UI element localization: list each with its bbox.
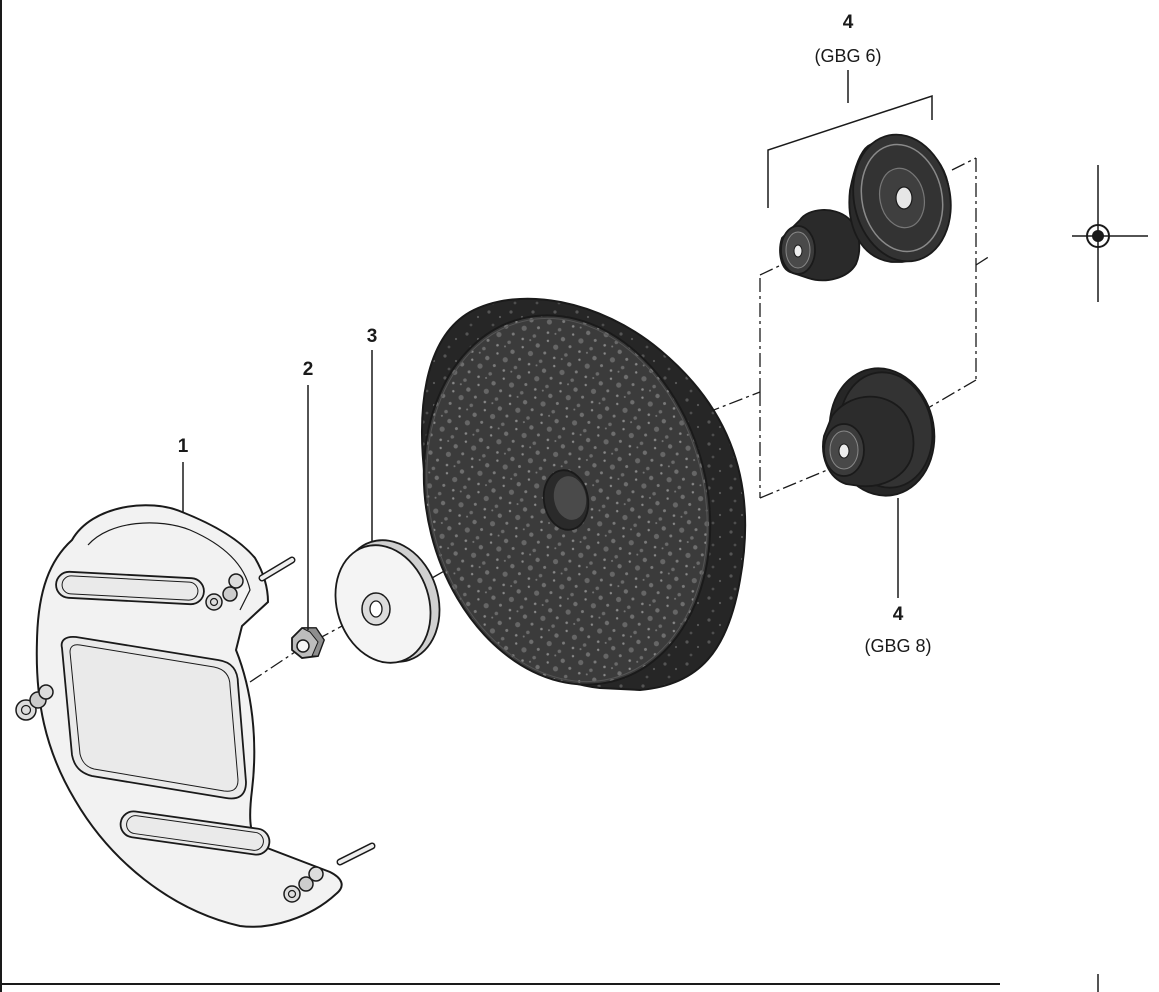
guard-screw-icon <box>15 684 54 721</box>
callout-model-gbg8: (GBG 8) <box>864 636 932 656</box>
guard-screw-icon <box>283 842 376 903</box>
guard-screw-icon <box>205 556 296 611</box>
page-frame <box>0 0 1099 992</box>
callout-label-flange: 3 <box>366 326 378 347</box>
adapter-gbg6 <box>779 133 952 282</box>
callout-model-gbg6: (GBG 6) <box>814 46 882 66</box>
callout-label-guard: 1 <box>177 436 189 457</box>
callout-label-adapter-gbg6: 4 <box>842 12 854 33</box>
wheel-guard <box>15 504 376 928</box>
callout-label-adapter-gbg8: 4 <box>892 604 904 625</box>
hex-nut <box>291 627 326 659</box>
adapter-gbg8 <box>822 367 936 497</box>
grinding-wheel <box>421 297 747 692</box>
callout-label-nut: 2 <box>302 359 314 380</box>
leader-lines <box>182 70 933 630</box>
flange-washer <box>334 539 441 664</box>
registration-mark-icon <box>1072 165 1148 302</box>
